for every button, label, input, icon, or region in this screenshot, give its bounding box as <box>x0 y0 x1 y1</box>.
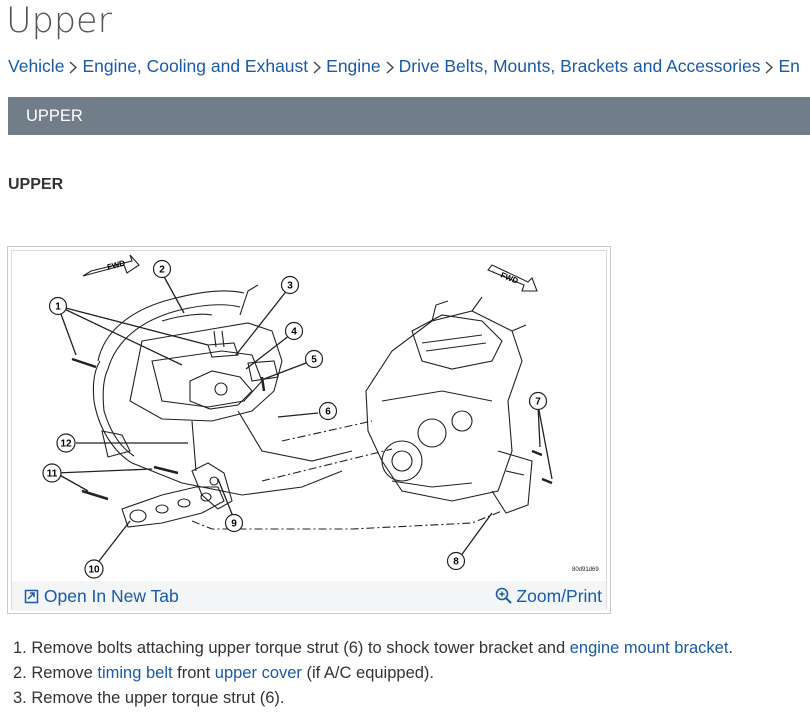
callout-2: 2 <box>152 259 172 279</box>
svg-text:7: 7 <box>535 397 541 408</box>
callout-5: 5 <box>304 349 324 369</box>
link-upper-cover[interactable]: upper cover <box>214 664 302 682</box>
figure-toolbar: Open In New Tab Zoom/Print <box>12 581 606 611</box>
chevron-right-icon <box>308 54 326 78</box>
fwd-label-left: FWD <box>106 258 126 271</box>
callout-3: 3 <box>280 275 300 295</box>
svg-text:11: 11 <box>47 469 58 480</box>
svg-text:10: 10 <box>88 565 100 576</box>
breadcrumb-drive-belts[interactable]: Drive Belts, Mounts, Brackets and Access… <box>398 56 761 76</box>
step-text: Remove bolts attaching upper torque stru… <box>31 639 570 657</box>
open-new-tab-icon <box>24 589 39 604</box>
callout-12: 12 <box>56 433 76 453</box>
svg-text:9: 9 <box>231 519 237 530</box>
svg-text:8: 8 <box>453 557 459 568</box>
step-text: Remove <box>31 664 98 682</box>
step-item: 1. Remove bolts attaching upper torque s… <box>0 636 733 661</box>
chevron-right-icon <box>760 54 778 78</box>
step-text: (if A/C equipped). <box>301 664 435 682</box>
zoom-print-label: Zoom/Print <box>516 586 602 606</box>
breadcrumb-engine[interactable]: Engine <box>326 56 381 76</box>
part-code: 80d91d69 <box>572 567 599 573</box>
svg-text:5: 5 <box>311 355 317 366</box>
breadcrumb-vehicle[interactable]: Vehicle <box>8 56 65 76</box>
step-item: 2. Remove timing belt front upper cover … <box>0 661 733 686</box>
step-item: 3. Remove the upper torque strut (6). <box>0 686 733 711</box>
link-engine-mount-bracket[interactable]: engine mount bracket <box>569 639 729 657</box>
section-bar-title: UPPER <box>26 107 83 125</box>
sub-heading: UPPER <box>8 176 64 193</box>
zoom-print-button[interactable]: Zoom/Print <box>495 581 602 611</box>
zoom-icon <box>495 587 512 604</box>
svg-text:6: 6 <box>325 407 331 418</box>
figure-frame: 1 2 3 4 5 6 7 8 9 10 11 12 FWD FWD 80d91… <box>11 250 607 611</box>
svg-text:3: 3 <box>287 281 293 292</box>
step-text: Remove the upper torque strut (6). <box>31 689 285 707</box>
chevron-right-icon <box>381 54 399 78</box>
callout-8: 8 <box>446 551 466 571</box>
link-timing-belt[interactable]: timing belt <box>97 664 173 682</box>
open-in-new-tab-button[interactable]: Open In New Tab <box>24 581 179 611</box>
section-bar: UPPER <box>8 97 810 135</box>
svg-text:1: 1 <box>55 302 61 313</box>
engine-drawing <box>365 296 533 514</box>
chevron-right-icon <box>64 54 82 78</box>
svg-text:4: 4 <box>291 327 297 338</box>
callout-6: 6 <box>318 401 338 421</box>
callout-9: 9 <box>224 513 244 533</box>
svg-text:2: 2 <box>159 265 165 276</box>
breadcrumb-engine-cooling-exhaust[interactable]: Engine, Cooling and Exhaust <box>82 56 309 76</box>
shock-tower-drawing <box>92 284 353 496</box>
callout-4: 4 <box>284 321 304 341</box>
callout-10: 10 <box>84 559 104 579</box>
bracket-drawing <box>191 462 233 510</box>
fwd-arrow-left <box>82 254 140 277</box>
callout-1: 1 <box>48 296 68 316</box>
page-title: Upper <box>6 1 112 41</box>
step-number: 2. <box>13 664 27 682</box>
callout-labels: 1 2 3 4 5 6 7 8 9 10 11 12 <box>42 259 548 579</box>
step-number: 3. <box>13 689 27 707</box>
step-text: . <box>728 639 734 657</box>
torque-strut-drawing <box>121 486 225 528</box>
svg-text:12: 12 <box>60 439 72 450</box>
step-number: 1. <box>13 639 27 657</box>
procedure-steps: 1. Remove bolts attaching upper torque s… <box>0 636 733 711</box>
breadcrumb-truncated[interactable]: En <box>778 56 800 76</box>
alignment-lines <box>191 420 503 530</box>
step-text: front <box>172 664 215 682</box>
bolts-drawing <box>71 357 553 501</box>
fwd-label-right: FWD <box>499 271 519 286</box>
figure-container: 1 2 3 4 5 6 7 8 9 10 11 12 FWD FWD 80d91… <box>7 246 611 614</box>
fwd-arrow-right <box>487 264 538 292</box>
callout-11: 11 <box>42 463 62 483</box>
engine-mount-diagram[interactable]: 1 2 3 4 5 6 7 8 9 10 11 12 FWD FWD 80d91… <box>12 251 606 581</box>
breadcrumb: Vehicle Engine, Cooling and Exhaust Engine… <box>8 54 810 78</box>
open-in-new-tab-label: Open In New Tab <box>43 586 179 606</box>
callout-7: 7 <box>528 391 548 411</box>
